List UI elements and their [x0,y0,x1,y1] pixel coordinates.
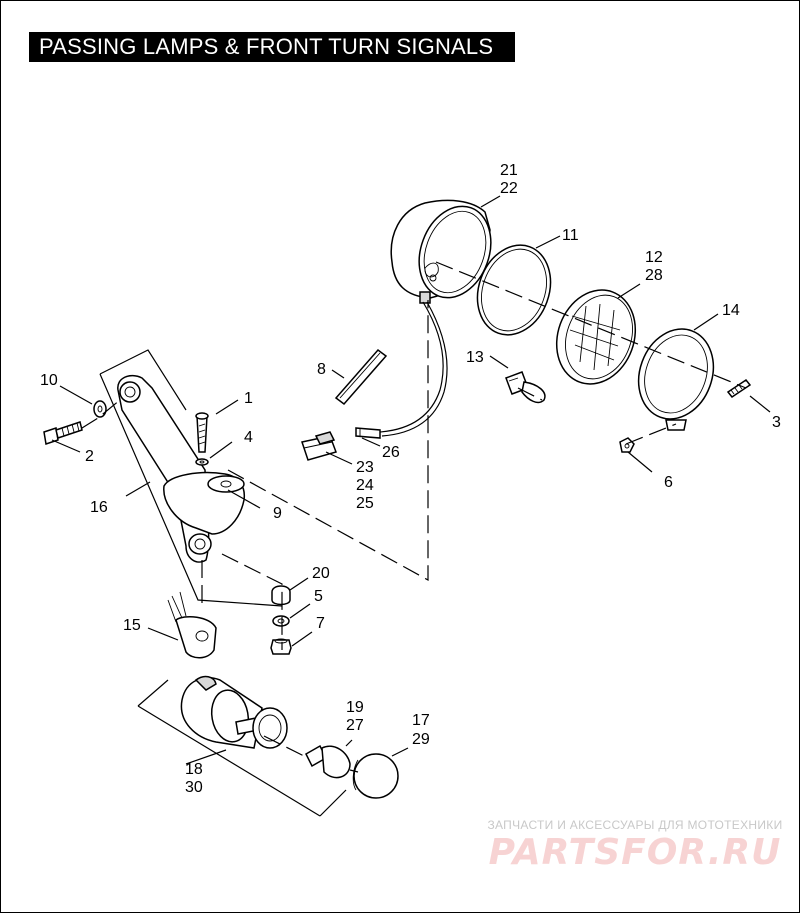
callout-22: 22 [500,180,518,197]
callout-9: 9 [273,505,282,522]
trim-ring [637,328,715,431]
screw-3 [726,378,752,399]
bushing-20 [271,585,291,606]
callout-3: 3 [772,414,781,431]
callout-7: 7 [316,615,325,632]
callout-10: 10 [40,372,58,389]
signal-mount [167,591,217,659]
washer-4 [195,458,209,466]
screw-1 [195,412,209,453]
group-brackets [99,349,347,817]
callout-29: 29 [412,731,430,748]
callout-1: 1 [244,390,253,407]
callout-8: 8 [317,361,326,378]
watermark-logo: PARTSFOR.RU [488,832,782,873]
callout-28: 28 [645,267,663,284]
strap-part [334,348,388,406]
watermark: ЗАПЧАСТИ И АКСЕССУАРЫ ДЛЯ МОТОТЕХНИКИ PA… [485,818,785,873]
signal-bulb [305,744,351,779]
lamp-ring [476,244,552,336]
lamp-wire [355,301,448,439]
connector-housing [301,431,337,461]
callout-2: 2 [85,448,94,465]
lamp-lens [555,289,637,385]
leader-lines [51,195,771,765]
callout-12: 12 [645,249,663,266]
callout-6: 6 [664,474,673,491]
callout-17: 17 [412,712,430,729]
callout-4: 4 [244,429,253,446]
nut-6 [619,437,635,453]
callout-30: 30 [185,779,203,796]
signal-housing [180,675,288,749]
nut-7 [270,638,292,655]
callout-23: 23 [356,459,374,476]
washer-10 [93,400,107,418]
lockwasher-5 [272,615,290,627]
callout-5: 5 [314,588,323,605]
assembly-lines [81,261,747,773]
callout-16: 16 [90,499,108,516]
callout-20: 20 [312,565,330,582]
watermark-tagline: ЗАПЧАСТИ И АКСЕССУАРЫ ДЛЯ МОТОТЕХНИКИ [487,818,783,832]
callout-14: 14 [722,302,740,319]
callout-11: 11 [562,227,579,244]
callout-15: 15 [123,617,141,634]
callout-19: 19 [346,699,364,716]
callout-26: 26 [382,444,400,461]
page-title: PASSING LAMPS & FRONT TURN SIGNALS [29,32,515,62]
signal-lens [352,753,399,799]
lamp-bulb [505,371,546,404]
callout-25: 25 [356,495,374,512]
callout-27: 27 [346,717,364,734]
callout-24: 24 [356,477,374,494]
mounting-bracket [117,374,246,563]
callout-18: 18 [185,761,203,778]
callout-labels: 21 22 11 12 28 14 13 8 3 6 26 23 24 25 1… [40,162,781,796]
screw-2 [43,421,83,445]
callout-21: 21 [500,162,518,179]
callout-13: 13 [466,349,484,366]
